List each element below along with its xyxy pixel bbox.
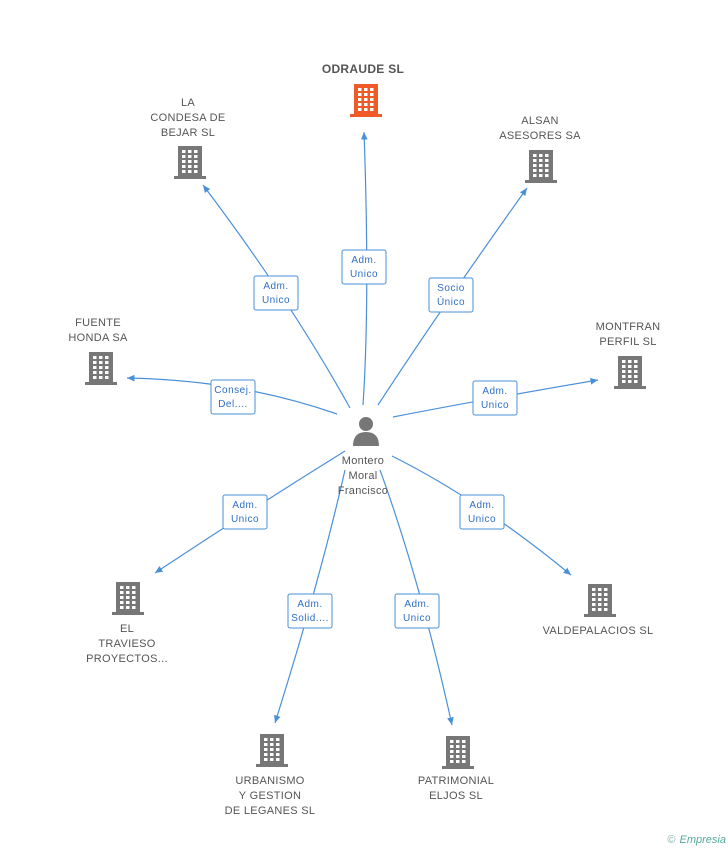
- person-label: Moral: [348, 470, 377, 482]
- company-label: URBANISMO: [235, 775, 304, 787]
- company-label: ALSAN: [521, 115, 559, 127]
- focus-building-icon: [350, 84, 382, 117]
- relation-text: Adm.: [404, 599, 429, 610]
- relation-text: Adm.: [232, 500, 257, 511]
- relation-box: [210, 379, 256, 415]
- relation-badge-urbanismo[interactable]: Adm. Solid....: [287, 593, 333, 629]
- company-label: TRAVIESO: [98, 638, 155, 650]
- relation-badge-odraude[interactable]: Adm. Unico: [341, 249, 387, 285]
- relation-text: Adm.: [482, 386, 507, 397]
- relation-text: Adm.: [351, 255, 376, 266]
- company-label: HONDA SA: [68, 332, 128, 344]
- company-label: DE LEGANES SL: [225, 805, 316, 817]
- company-node-fuente-honda[interactable]: FUENTE HONDA SA: [68, 317, 128, 385]
- relation-text: Adm.: [263, 281, 288, 292]
- relation-text: Consej.: [214, 385, 251, 396]
- company-node-urbanismo[interactable]: URBANISMO Y GESTION DE LEGANES SL: [225, 734, 316, 817]
- company-label: FUENTE: [75, 317, 121, 329]
- building-icon: [442, 736, 474, 769]
- company-label: Y GESTION: [239, 790, 301, 802]
- relation-badge-el-travieso[interactable]: Adm. Unico: [222, 494, 268, 530]
- brand-name: Empresia: [679, 834, 726, 846]
- company-node-odraude[interactable]: ODRAUDE SL: [322, 62, 404, 117]
- company-label: BEJAR SL: [161, 127, 215, 139]
- relation-text: Socio: [437, 283, 465, 294]
- relation-box: [341, 249, 387, 285]
- credit: ©Empresia: [667, 834, 726, 846]
- company-node-alsan[interactable]: ALSAN ASESORES SA: [499, 115, 581, 183]
- person-label: Montero: [342, 455, 384, 467]
- company-label: LA: [181, 97, 195, 109]
- relation-box: [253, 275, 299, 311]
- relation-badge-montfran[interactable]: Adm. Unico: [472, 380, 518, 416]
- building-icon: [584, 584, 616, 617]
- relation-text: Adm.: [297, 599, 322, 610]
- company-label: PROYECTOS...: [86, 653, 168, 665]
- company-label: EL: [120, 623, 134, 635]
- edge-urbanismo: [274, 469, 346, 724]
- relation-box: [287, 593, 333, 629]
- relation-badge-fuente-honda[interactable]: Consej. Del....: [210, 379, 256, 415]
- relation-box: [472, 380, 518, 416]
- company-node-el-travieso[interactable]: EL TRAVIESO PROYECTOS...: [86, 582, 168, 665]
- company-node-la-condesa[interactable]: LA CONDESA DE BEJAR SL: [150, 97, 225, 179]
- relation-text: Unico: [481, 400, 509, 411]
- company-node-valdepalacios[interactable]: VALDEPALACIOS SL: [543, 584, 654, 637]
- relation-text: Unico: [468, 514, 496, 525]
- company-label: ELJOS SL: [429, 790, 483, 802]
- building-icon: [112, 582, 144, 615]
- relation-box: [459, 494, 505, 530]
- relation-badge-la-condesa[interactable]: Adm. Unico: [253, 275, 299, 311]
- building-icon: [256, 734, 288, 767]
- company-label: PERFIL SL: [599, 336, 656, 348]
- relation-badge-valdepalacios[interactable]: Adm. Unico: [459, 494, 505, 530]
- company-node-patrimonial[interactable]: PATRIMONIAL ELJOS SL: [418, 736, 494, 802]
- relation-text: Solid....: [291, 613, 329, 624]
- person-icon: [353, 417, 379, 446]
- company-label: VALDEPALACIOS SL: [543, 625, 654, 637]
- relation-text: Unico: [350, 269, 378, 280]
- relation-text: Unico: [262, 295, 290, 306]
- relation-box: [428, 277, 474, 313]
- relation-text: Único: [437, 295, 465, 308]
- building-icon: [614, 356, 646, 389]
- relation-text: Unico: [231, 514, 259, 525]
- relation-box: [394, 593, 440, 629]
- company-label: ODRAUDE SL: [322, 62, 404, 76]
- edge-patrimonial: [379, 469, 454, 726]
- relation-text: Unico: [403, 613, 431, 624]
- company-label: MONTFRAN: [596, 321, 661, 333]
- company-label: PATRIMONIAL: [418, 775, 494, 787]
- relation-text: Adm.: [469, 500, 494, 511]
- building-icon: [85, 352, 117, 385]
- building-icon: [525, 150, 557, 183]
- copyright-symbol: ©: [667, 834, 676, 846]
- relation-badge-patrimonial[interactable]: Adm. Unico: [394, 593, 440, 629]
- company-label: ASESORES SA: [499, 130, 581, 142]
- person-label: Francisco: [338, 485, 388, 497]
- building-icon: [174, 146, 206, 179]
- company-node-montfran[interactable]: MONTFRAN PERFIL SL: [596, 321, 661, 389]
- company-label: CONDESA DE: [150, 112, 225, 124]
- relation-text: Del....: [218, 399, 248, 410]
- relation-box: [222, 494, 268, 530]
